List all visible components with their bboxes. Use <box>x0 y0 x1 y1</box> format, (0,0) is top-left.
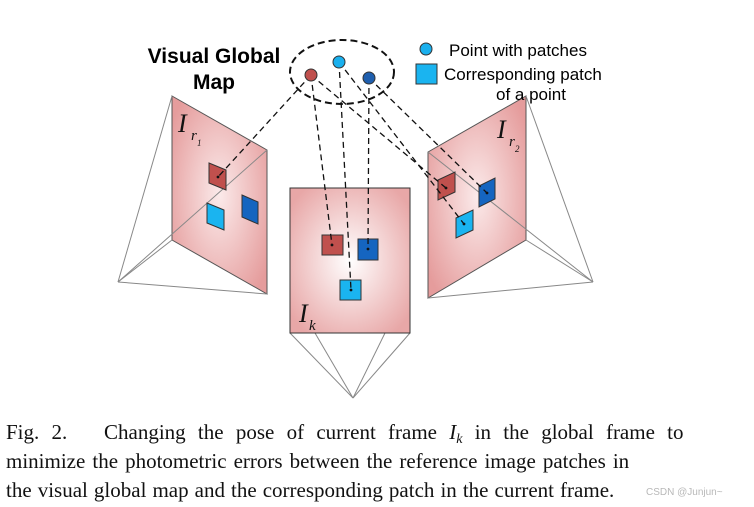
center-frame: I k <box>289 187 411 399</box>
caption-line-3: the visual global map and the correspond… <box>6 478 615 502</box>
map-red-point <box>304 68 318 82</box>
left-frame-symbol: I <box>177 109 188 138</box>
center-frustum <box>289 332 411 399</box>
right-frame-subscript-index: 2 <box>515 144 520 154</box>
right-red-patch <box>437 171 456 201</box>
diagram-canvas: I r 1 I r 2 I k <box>117 39 602 399</box>
figure-caption: Fig. 2. Changing the pose of current fra… <box>6 418 750 505</box>
legend-patch-label-line1: Corresponding patch <box>444 65 602 84</box>
left-frame-subscript: r <box>191 128 197 144</box>
caption-text-part1: Changing the pose of current frame <box>104 420 437 444</box>
caption-symbol-sub: k <box>456 432 463 447</box>
legend-point-label: Point with patches <box>449 41 587 60</box>
right-frame-symbol: I <box>496 115 507 144</box>
legend-point-icon <box>419 42 433 56</box>
left-frame: I r 1 <box>117 95 268 295</box>
legend-patch-icon <box>415 63 438 85</box>
watermark: CSDN @Junjun~ <box>646 487 723 498</box>
caption-line-2: minimize the photometric errors between … <box>6 449 630 473</box>
map-ellipse <box>289 39 395 105</box>
caption-fig-label: Fig. 2. <box>6 420 68 444</box>
right-frame-subscript: r <box>509 134 515 150</box>
center-frame-symbol: I <box>298 299 309 328</box>
legend-patch-label-line2: of a point <box>496 85 566 104</box>
map-title-line1: Visual Global <box>148 45 281 68</box>
visual-global-map: Visual Global Map <box>148 39 395 105</box>
caption-text-part2: in the global frame to <box>474 420 684 444</box>
left-cyan-patch <box>206 202 225 231</box>
caption-symbol: I <box>449 420 457 444</box>
map-blue-point <box>362 71 376 85</box>
right-frame: I r 2 <box>427 95 594 299</box>
left-frame-subscript-index: 1 <box>197 138 202 148</box>
patch-center-dots <box>216 175 489 292</box>
center-frame-subscript: k <box>309 318 316 334</box>
map-cyan-point <box>332 55 346 69</box>
center-image-plane <box>289 187 411 334</box>
caption-line-1: Fig. 2. Changing the pose of current fra… <box>6 418 750 447</box>
projection-lines <box>217 61 488 291</box>
map-title-line2: Map <box>193 71 235 94</box>
left-blue-patch <box>241 194 259 225</box>
legend: Point with patches Corresponding patch o… <box>415 41 602 104</box>
left-frustum <box>117 95 268 295</box>
